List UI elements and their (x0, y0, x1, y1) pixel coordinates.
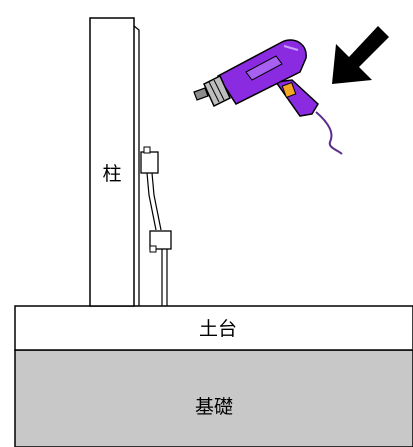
lower-bracket (149, 230, 172, 250)
pillar: 柱 (89, 17, 140, 307)
drill-body-panel (245, 55, 283, 81)
upper-bracket (140, 151, 159, 174)
hold-down-hardware (140, 146, 172, 306)
drill-handle (274, 79, 319, 117)
drill-cord (315, 111, 343, 155)
foundation-block (14, 349, 413, 447)
sill: 土台 (14, 305, 413, 351)
sill-block (14, 305, 413, 351)
drill-trigger (281, 82, 297, 98)
drill-chuck-ridge-2 (213, 79, 225, 101)
arrow-shape (332, 26, 389, 84)
drill-chuck-ridge-1 (208, 81, 220, 103)
foundation: 基礎 (14, 349, 413, 447)
drill-bit (193, 87, 209, 101)
pillar-side-board (133, 25, 140, 306)
pillar-label: 柱 (102, 163, 121, 185)
rod-right-edge (151, 172, 162, 231)
sill-label: 土台 (199, 318, 237, 340)
lower-bracket-bolt (149, 245, 157, 253)
upper-bracket-bolt (143, 146, 151, 154)
rod-left-edge (146, 172, 157, 231)
arrow-down-left-icon (332, 26, 389, 84)
power-drill-icon (193, 39, 343, 155)
drill-highlight (283, 45, 299, 51)
foundation-label: 基礎 (195, 396, 233, 418)
pillar-block (89, 17, 135, 307)
